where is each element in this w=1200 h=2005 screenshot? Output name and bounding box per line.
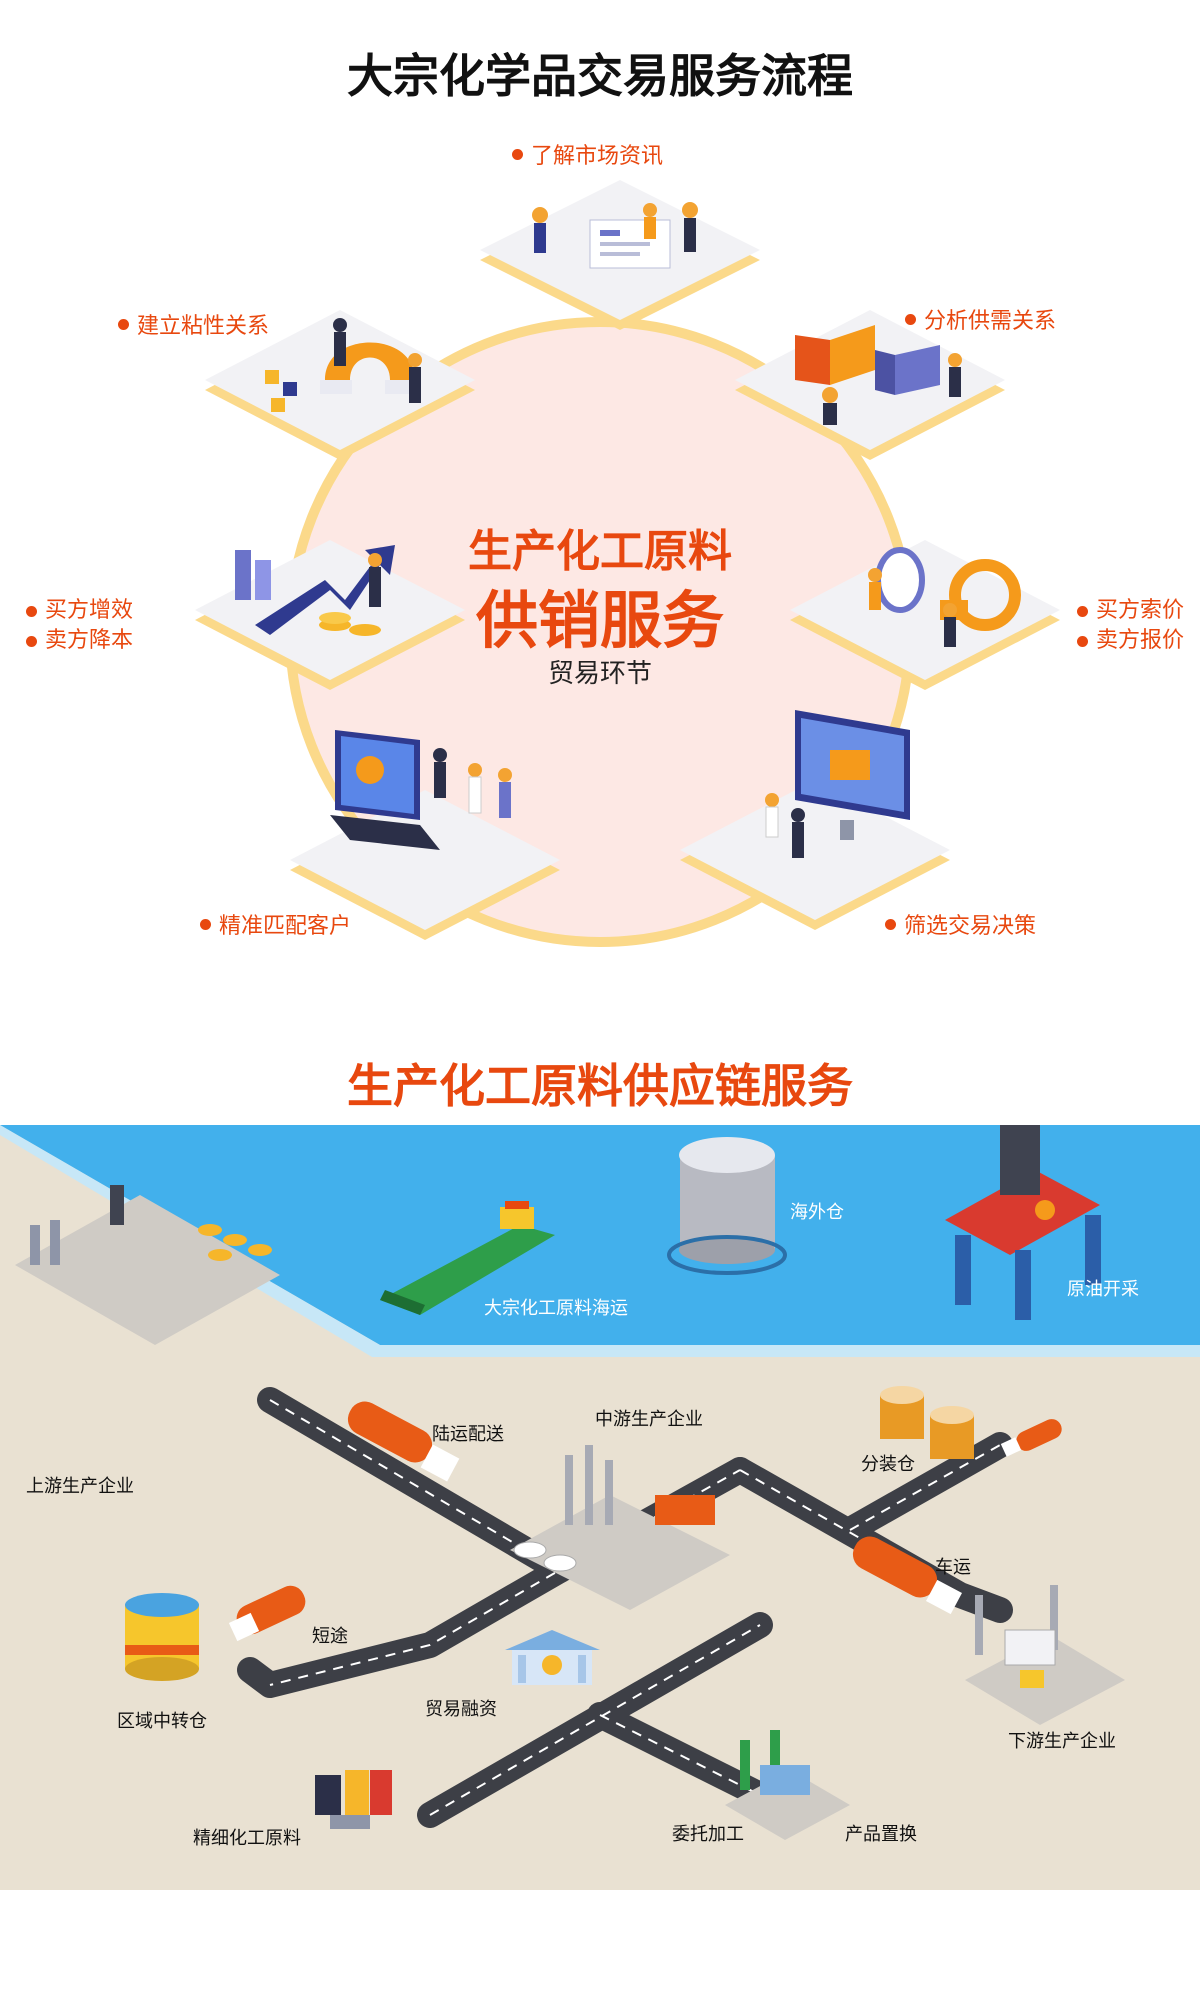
- label-packaging-warehouse: 分装仓: [861, 1454, 915, 1475]
- label-fine-chemicals: 精细化工原料: [193, 1828, 301, 1849]
- label-truck-transport: 车运: [935, 1557, 971, 1578]
- section1-title: 大宗化学品交易服务流程: [347, 49, 853, 103]
- label-land-delivery: 陆运配送: [432, 1424, 504, 1445]
- ship-icon: [380, 1201, 555, 1315]
- tanker-truck-icon: [852, 1536, 962, 1615]
- section2-title: 生产化工原料供应链服务: [347, 1059, 853, 1113]
- bank-icon: [505, 1630, 600, 1685]
- midstream-plant-icon: [510, 1445, 730, 1610]
- tile-decision: [680, 710, 950, 930]
- tanker-truck-icon: [1000, 1419, 1062, 1457]
- upstream-plant-icon: [15, 1185, 280, 1345]
- step-relationship: 建立粘性关系: [118, 308, 269, 340]
- label-midstream: 中游生产企业: [595, 1409, 703, 1430]
- center-title-line2: 供销服务: [475, 584, 724, 657]
- bullet-dot: [1077, 605, 1088, 617]
- bullet-dot: [26, 605, 37, 617]
- label-upstream: 上游生产企业: [26, 1476, 134, 1497]
- step-efficiency: 买方增效 卖方降本: [26, 596, 133, 656]
- step-decision: 筛选交易决策: [885, 908, 1036, 940]
- tile-client-match: [290, 730, 560, 940]
- supply-chain-map: [0, 1125, 1200, 1890]
- center-title-line1: 生产化工原料: [468, 526, 732, 577]
- tile-supply-demand: [735, 310, 1005, 460]
- tile-market-info: [480, 180, 760, 330]
- tanker-truck-icon: [228, 1585, 306, 1642]
- label-overseas-warehouse: 海外仓: [790, 1202, 844, 1223]
- step-client-match: 精准匹配客户: [200, 908, 351, 940]
- regional-transfer-tank-icon: [125, 1593, 199, 1681]
- bullet-dot: [200, 918, 211, 930]
- label-downstream: 下游生产企业: [1008, 1731, 1116, 1752]
- label-shipping: 大宗化工原料海运: [484, 1298, 628, 1319]
- sea-area: [0, 1125, 1200, 1345]
- step-supply-demand: 分析供需关系: [905, 303, 1056, 335]
- fine-chemicals-icon: [315, 1770, 392, 1829]
- center-subtitle: 贸易环节: [547, 659, 652, 689]
- bullet-dot: [26, 635, 37, 647]
- process-ring-graphic: [195, 180, 1060, 947]
- tile-efficiency: [195, 540, 465, 690]
- downstream-plant-icon: [965, 1585, 1125, 1725]
- label-short-haul: 短途: [312, 1626, 348, 1647]
- tanker-truck-icon: [347, 1401, 460, 1482]
- bullet-dot: [1077, 635, 1088, 647]
- label-product-swap: 产品置换: [845, 1824, 917, 1845]
- step-quotation: 买方索价 卖方报价: [1077, 596, 1184, 656]
- label-contract-processing: 委托加工: [672, 1824, 744, 1845]
- bullet-dot: [885, 918, 896, 930]
- oil-rig-icon: [945, 1125, 1101, 1320]
- label-trade-financing: 贸易融资: [425, 1699, 497, 1720]
- tile-quotation: [790, 540, 1060, 690]
- bullet-dot: [905, 313, 916, 325]
- step-market-info: 了解市场资讯: [512, 138, 663, 170]
- tile-relationship: [205, 310, 475, 460]
- bullet-dot: [118, 318, 129, 330]
- overseas-tank-icon: [667, 1137, 787, 1275]
- processing-plant-icon: [725, 1730, 850, 1840]
- bullet-dot: [512, 148, 523, 160]
- packaging-warehouse-icon: [880, 1386, 974, 1459]
- label-crude-mining: 原油开采: [1067, 1279, 1139, 1300]
- label-regional-transfer: 区域中转仓: [117, 1711, 207, 1732]
